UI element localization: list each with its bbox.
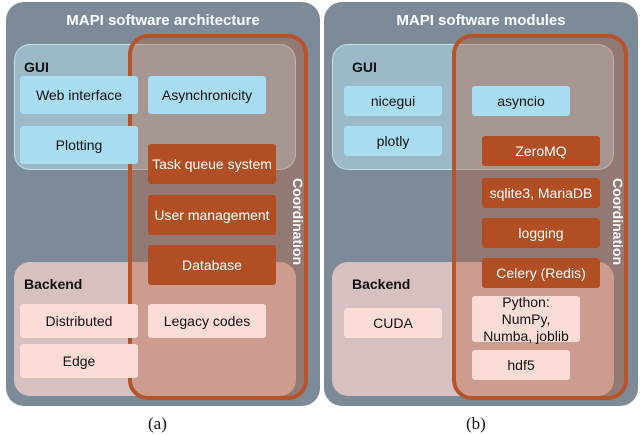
- backend-label: Backend: [352, 276, 411, 292]
- backend-label: Backend: [24, 276, 83, 292]
- plotly-box: plotly: [344, 126, 442, 156]
- asyncio-box: asyncio: [472, 86, 570, 116]
- coordination-label: Coordination: [610, 178, 626, 266]
- asynchronicity-box: Asynchronicity: [148, 76, 266, 114]
- panel-title: MAPI software modules: [396, 12, 566, 29]
- cuda-box: CUDA: [344, 308, 442, 338]
- gui-label: GUI: [352, 59, 377, 75]
- web-interface-box: Web interface: [20, 76, 138, 114]
- caption-b: (b): [466, 414, 486, 433]
- database-box: Database: [148, 245, 276, 285]
- user-management-box: User management: [148, 195, 276, 235]
- legacy-codes-box: Legacy codes: [148, 304, 266, 338]
- gui-label: GUI: [24, 59, 49, 75]
- plotting-box: Plotting: [20, 126, 138, 164]
- edge-box: Edge: [20, 344, 138, 378]
- distributed-box: Distributed: [20, 304, 138, 338]
- caption-a: (a): [148, 414, 167, 433]
- coordination-label: Coordination: [290, 178, 306, 266]
- modules-panel: MAPI software modules GUI Backend Coordi…: [324, 2, 638, 406]
- sqlite3-mariadb-box: sqlite3, MariaDB: [482, 178, 600, 208]
- celery-redis-box: Celery (Redis): [482, 258, 600, 288]
- logging-box: logging: [482, 218, 600, 248]
- architecture-panel: MAPI software architecture GUI Backend C…: [6, 2, 320, 406]
- hdf5-box: hdf5: [472, 350, 570, 380]
- python-numpy-numba-joblib-box: Python: NumPy, Numba, joblib: [472, 294, 580, 344]
- panel-title: MAPI software architecture: [66, 12, 260, 29]
- nicegui-box: nicegui: [344, 86, 442, 116]
- task-queue-system-box: Task queue system: [148, 144, 276, 184]
- zeromq-box: ZeroMQ: [482, 136, 600, 166]
